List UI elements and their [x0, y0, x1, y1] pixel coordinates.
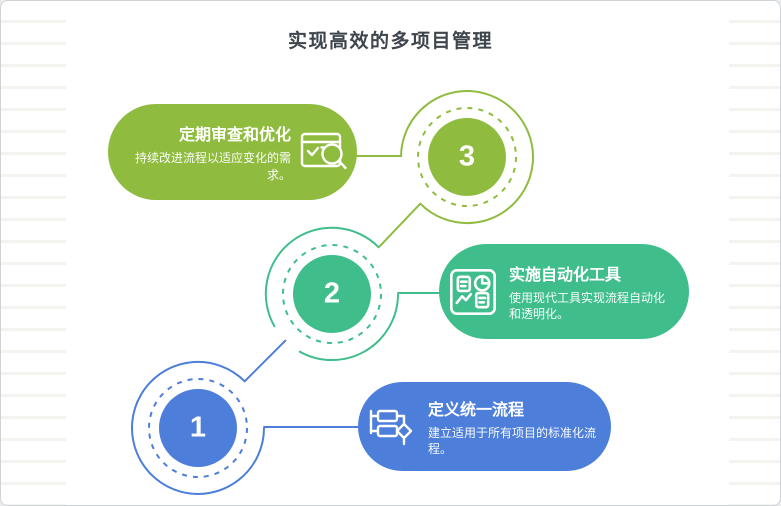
page-title: 实现高效的多项目管理 [287, 31, 493, 52]
step2-node-rings [243, 226, 442, 383]
step3-number: 3 [458, 140, 476, 173]
step2-title: 实施自动化工具 [509, 266, 622, 284]
flowchart-icon [366, 402, 418, 452]
step3-title: 定期审查和优化 [178, 127, 291, 145]
dashboard-icon [447, 266, 499, 318]
connector-node2-to-node1 [243, 339, 287, 383]
connector-node3-to-node2 [377, 202, 422, 249]
step3-card: 定期审查和优化 持续改进流程以适应变化的需求。 [108, 104, 357, 200]
step2-description: 使用现代工具实现流程自动化和透明化。 [509, 290, 666, 321]
step2-card: 实施自动化工具 使用现代工具实现流程自动化和透明化。 [439, 244, 689, 339]
step1-node-rings [131, 360, 361, 495]
step3-description: 持续改进流程以适应变化的需求。 [134, 151, 291, 182]
step1-card: 定义统一流程 建立适用于所有项目的标准化流程。 [358, 382, 611, 471]
step1-description: 建立适用于所有项目的标准化流程。 [428, 425, 597, 456]
step3-node-rings [354, 90, 534, 249]
review-search-icon [299, 128, 351, 176]
step2-number: 2 [323, 277, 341, 310]
step1-title: 定义统一流程 [428, 401, 525, 419]
step1-number: 1 [189, 411, 207, 444]
